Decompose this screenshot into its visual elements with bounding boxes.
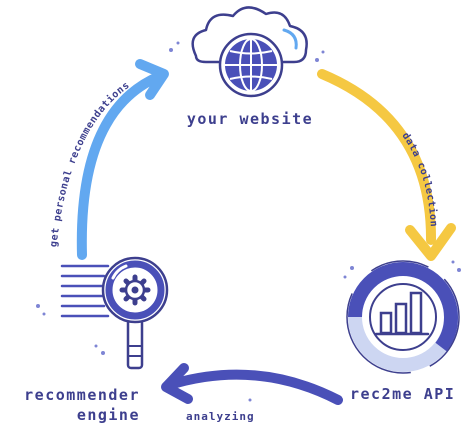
bar-chart-icon (346, 260, 460, 374)
edge-analyzing (161, 363, 343, 405)
edge-data-collection: data collection (317, 69, 456, 261)
engine-label-line2: engine (76, 406, 140, 424)
api-node (346, 260, 460, 374)
decorative-dots (36, 41, 461, 402)
globe-icon (218, 32, 284, 98)
gear-icon (119, 274, 151, 306)
engine-node (60, 256, 169, 370)
document-lines-icon (60, 264, 110, 318)
edge-label-analyzing: analyzing (186, 410, 255, 423)
api-label: rec2me API (350, 385, 456, 403)
website-node (191, 6, 308, 98)
website-label: your website (186, 110, 314, 128)
edge-recommendations: get personal recommendations (48, 59, 169, 260)
engine-label: recommender engine (0, 385, 140, 425)
engine-label-line1: recommender (24, 386, 140, 404)
